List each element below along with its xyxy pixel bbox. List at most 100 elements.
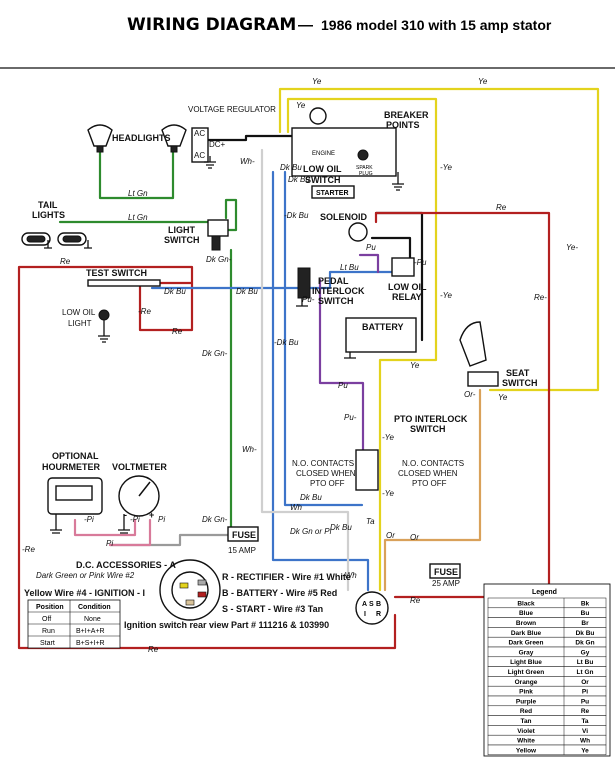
svg-text:-Pi: -Pi (130, 515, 140, 524)
wire-orange (383, 388, 482, 592)
label-rectifier: R - RECTIFIER - Wire #1 White (222, 572, 351, 582)
svg-text:-Ye: -Ye (440, 163, 453, 172)
label-pedal-2: INTERLOCK (312, 286, 365, 296)
legend-color-name: White (517, 738, 535, 745)
wire-purple-pedal (318, 278, 365, 452)
legend-color-code: Vi (582, 728, 588, 735)
light-switch-icon (207, 219, 229, 251)
fuse-15-icon (227, 526, 259, 542)
svg-text:Dk Bu: Dk Bu (288, 175, 310, 184)
label-tail-lights-1: TAIL (38, 200, 58, 210)
solenoid-icon (348, 222, 368, 242)
label-battery: BATTERY (362, 322, 404, 332)
label-seat-2: SWITCH (502, 378, 538, 388)
wire-purple-relay (358, 253, 380, 274)
svg-text:Pu-: Pu- (302, 295, 315, 304)
voltage-regulator (191, 127, 209, 163)
legend-color-name: Gray (519, 649, 534, 656)
svg-text:Dk Gn-: Dk Gn- (202, 349, 228, 358)
wire-pink-volt (108, 518, 152, 547)
svg-text:Dk Bu: Dk Bu (280, 163, 302, 172)
legend-color-name: Violet (517, 728, 535, 735)
label-rear-view: Ignition switch rear view Part # 111216 … (124, 620, 329, 630)
wire-dk-green-down (226, 248, 233, 537)
legend-color-name: Black (517, 600, 535, 607)
breaker-points-icon (309, 107, 327, 125)
legend-color-code: Lt Gn (577, 669, 594, 676)
svg-text:-Pu: -Pu (414, 258, 427, 267)
legend-color-name: Dark Green (508, 640, 543, 647)
svg-text:Pu-: Pu- (344, 413, 357, 422)
svg-text:Re: Re (172, 327, 183, 336)
label-hourmeter: HOURMETER (42, 462, 100, 472)
label-breaker-points-1: BREAKER (384, 110, 429, 120)
svg-text:Ta: Ta (366, 517, 375, 526)
svg-text:Run: Run (42, 628, 55, 635)
svg-text:Position: Position (36, 604, 64, 611)
battery-icon (345, 317, 417, 353)
svg-text:Wh-: Wh- (240, 157, 255, 166)
legend-color-name: Blue (519, 610, 533, 617)
label-engine: ENGINE (312, 151, 335, 157)
label-no-left-1: N.O. CONTACTS (292, 459, 354, 468)
svg-text:-Pi: -Pi (84, 515, 94, 524)
title-sub: 1986 model 310 with 15 amp stator (321, 17, 552, 33)
svg-text:-Ye: -Ye (382, 489, 395, 498)
label-yellow-wire: Yellow Wire #4 - IGNITION - I (24, 588, 145, 598)
title-dash: — (298, 17, 313, 34)
legend-color-code: Pi (582, 689, 588, 696)
label-fuse-25: FUSE (434, 567, 458, 577)
test-switch-bar (87, 279, 161, 287)
wire-black-vr (198, 134, 294, 142)
label-seat-1: SEAT (506, 368, 530, 378)
label-voltmeter: VOLTMETER (112, 462, 167, 472)
legend-color-name: Yellow (516, 747, 537, 754)
pedal-interlock-icon (297, 267, 311, 299)
svg-text:Off: Off (42, 616, 51, 623)
wire-white (260, 148, 350, 592)
svg-text:Dk Bu: Dk Bu (300, 493, 322, 502)
label-relay-1: LOW OIL (388, 282, 427, 292)
label-no-right-1: N.O. CONTACTS (402, 459, 464, 468)
label-start-wire: S - START - Wire #3 Tan (222, 604, 323, 614)
svg-text:Pu: Pu (366, 243, 376, 252)
svg-text:Lt Gn: Lt Gn (128, 213, 148, 222)
svg-text:Ye: Ye (498, 393, 508, 402)
svg-text:Dk Bu: Dk Bu (330, 523, 352, 532)
headlight-right-icon (161, 124, 187, 153)
svg-text:Or: Or (386, 531, 395, 540)
svg-text:Pi: Pi (158, 515, 165, 524)
label-no-left-2: CLOSED WHEN (296, 469, 356, 478)
legend-color-name: Orange (515, 679, 538, 686)
legend-color-code: Lt Bu (577, 659, 594, 666)
label-test-switch: TEST SWITCH (86, 268, 147, 278)
wire-dk-green-switch (220, 198, 238, 232)
wire-yellow-mid (378, 168, 438, 522)
wire-red-test (138, 281, 194, 332)
label-light-switch-1: LIGHT (168, 225, 195, 235)
label-no-left-3: PTO OFF (310, 479, 345, 488)
svg-text:R: R (376, 611, 381, 618)
svg-text:Pi: Pi (106, 539, 113, 548)
svg-text:Dk Gn-: Dk Gn- (202, 515, 228, 524)
legend-color-code: Bk (581, 600, 590, 607)
legend-color-name: Red (520, 708, 532, 715)
svg-text:-Dk Bu: -Dk Bu (284, 211, 309, 220)
label-pto-1: PTO INTERLOCK (394, 414, 468, 424)
legend-color-code: Ye (581, 747, 589, 754)
low-oil-light-icon (98, 309, 110, 321)
svg-text:Dk Gn-: Dk Gn- (206, 255, 232, 264)
legend-color-code: Dk Gn (575, 640, 594, 647)
svg-text:B+I+A+R: B+I+A+R (76, 628, 105, 635)
legend-color-code: Or (581, 679, 589, 686)
label-no-right-3: PTO OFF (412, 479, 447, 488)
svg-text:-Ye: -Ye (440, 291, 453, 300)
svg-text:-Re: -Re (22, 545, 35, 554)
wire-pink-meters (73, 518, 137, 537)
svg-text:-Ye: -Ye (382, 433, 395, 442)
wire-labels: Ye Ye Ye -Ye Ye- -Ye Ye -Ye -Ye Ye Wh- D… (22, 77, 578, 654)
label-vr-ac-top: AC (194, 129, 205, 138)
legend-color-code: Pu (581, 698, 589, 705)
svg-text:Start: Start (40, 640, 55, 647)
